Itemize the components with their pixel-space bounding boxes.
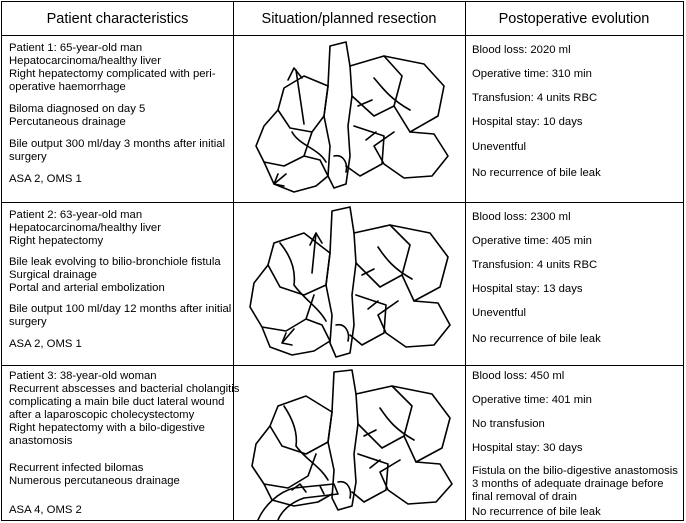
row-1-characteristic-line: Right hepatectomy complicated with peri- (9, 68, 216, 80)
row-3-characteristic-line: Recurrent infected bilomas (9, 462, 144, 474)
row-2-characteristic-line: Surgical drainage (9, 269, 97, 281)
row-2-evolution: Blood loss: 2300 ml Operative time: 405 … (466, 203, 683, 365)
row-3-evolution-line: No transfusion (472, 418, 545, 430)
header-situation-resection: Situation/planned resection (233, 2, 465, 36)
row-1-evolution-line: Blood loss: 2020 ml (472, 44, 571, 56)
row-3-characteristic-line: anastomosis (9, 435, 73, 447)
row-1-characteristic-line: Hepatocarcinoma/healthy liver (9, 55, 161, 67)
row-1-liver-drawing (234, 36, 465, 202)
row-3-evolution-line: Operative time: 401 min (472, 394, 592, 406)
row-divider (2, 202, 683, 203)
row-1-evolution-line: Operative time: 310 min (472, 68, 592, 80)
row-1-characteristic-line: Bile output 300 ml/day 3 months after in… (9, 138, 226, 150)
row-2-liver-drawing (234, 203, 465, 365)
row-2-evolution-line: No recurrence of bile leak (472, 333, 601, 345)
row-3-characteristic-line: Recurrent abscesses and bacterial cholan… (9, 383, 240, 395)
row-2-characteristic-line: surgery (9, 316, 47, 328)
row-1-characteristic-line: surgery (9, 151, 47, 163)
liver-resection-illustration (249, 206, 451, 358)
row-2-characteristic-line: Bile output 100 ml/day 12 months after i… (9, 303, 232, 315)
row-3-characteristics: Patient 3: 38-year-old woman Recurrent a… (2, 366, 239, 520)
row-3-characteristic-line: complicating a main bile duct lateral wo… (9, 396, 225, 408)
row-3-evolution-line: 3 months of adequate drainage before (472, 478, 664, 490)
row-2-characteristic-line: Bile leak evolving to bilio-bronchiole f… (9, 256, 221, 268)
header-patient-characteristics: Patient characteristics (2, 2, 233, 36)
row-1-characteristic-line: Percutaneous drainage (9, 116, 126, 128)
row-1-evolution-line: Hospital stay: 10 days (472, 116, 583, 128)
row-1-characteristics: Patient 1: 65-year-old man Hepatocarcino… (2, 36, 233, 202)
row-2-characteristic-line: Hepatocarcinoma/healthy liver (9, 222, 161, 234)
column-divider (233, 2, 234, 520)
row-1-evolution-line: No recurrence of bile leak (472, 167, 601, 179)
row-3-evolution: Blood loss: 450 ml Operative time: 401 m… (466, 366, 683, 520)
row-1-characteristic-line: Patient 1: 65-year-old man (9, 42, 143, 54)
row-3-characteristic-line: after a laparoscopic cholecystectomy (9, 409, 195, 421)
column-divider (465, 2, 466, 520)
row-1-characteristic-line: operative haemorrhage (9, 81, 126, 93)
row-3-characteristic-line: ASA 4, OMS 2 (9, 504, 82, 516)
row-2-evolution-line: Uneventful (472, 307, 527, 319)
row-3-characteristic-line: Right hepatectomy with a bilo-digestive (9, 422, 205, 434)
row-2-characteristic-line: ASA 2, OMS 1 (9, 338, 82, 350)
row-3-evolution-line: final removal of drain (472, 491, 577, 503)
row-divider (2, 365, 683, 366)
row-2-evolution-line: Hospital stay: 13 days (472, 283, 583, 295)
row-2-characteristic-line: Right hepatectomy (9, 235, 104, 247)
row-3-evolution-line: Blood loss: 450 ml (472, 370, 565, 382)
row-3-evolution-line: No recurrence of bile leak (472, 506, 601, 518)
row-2-characteristic-line: Patient 2: 63-year-old man (9, 209, 143, 221)
row-2-characteristic-line: Portal and arterial embolization (9, 282, 165, 294)
row-3-evolution-line: Hospital stay: 30 days (472, 442, 583, 454)
row-1-characteristic-line: Biloma diagnosed on day 5 (9, 103, 146, 115)
row-3-liver-drawing (234, 366, 465, 520)
row-2-characteristics: Patient 2: 63-year-old man Hepatocarcino… (2, 203, 233, 365)
row-1-characteristic-line: ASA 2, OMS 1 (9, 173, 82, 185)
row-1-evolution: Blood loss: 2020 ml Operative time: 310 … (466, 36, 683, 202)
row-3-characteristic-line: Patient 3: 38-year-old woman (9, 370, 157, 382)
row-2-evolution-line: Operative time: 405 min (472, 235, 592, 247)
row-2-evolution-line: Blood loss: 2300 ml (472, 211, 571, 223)
row-2-evolution-line: Transfusion: 4 units RBC (472, 259, 598, 271)
header-postoperative-evolution: Postoperative evolution (465, 2, 683, 36)
liver-resection-illustration (251, 369, 453, 520)
row-3-evolution-line: Fistula on the bilio-digestive anastomos… (472, 465, 678, 477)
row-1-evolution-line: Uneventful (472, 141, 527, 153)
row-3-characteristic-line: Numerous percutaneous drainage (9, 475, 180, 487)
liver-resection-illustration (255, 41, 449, 193)
row-1-evolution-line: Transfusion: 4 units RBC (472, 92, 598, 104)
